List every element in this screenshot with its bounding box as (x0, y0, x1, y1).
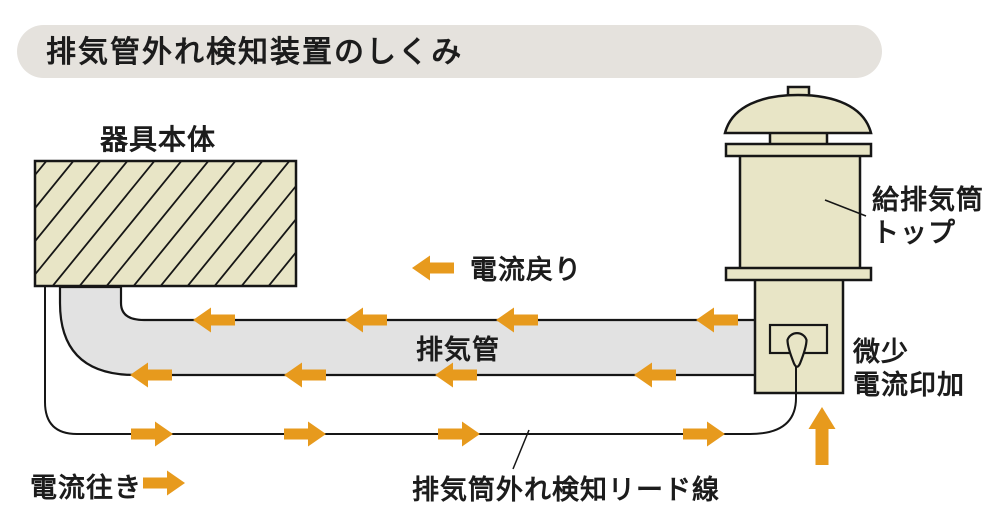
lead-wire-pointer-line (512, 429, 530, 470)
page-title: 排気管外れ検知装置のしくみ (46, 36, 463, 69)
current-go-arrow-icon (683, 421, 725, 447)
flue-top-cylinder (738, 153, 862, 271)
current-go-legend-arrow-icon (143, 470, 185, 496)
flue-top-lower-collar (724, 266, 873, 282)
title-banner (17, 25, 882, 78)
flue-top-dome (723, 93, 873, 135)
current-apply-up-arrow-icon (808, 407, 836, 465)
lead-wire-label: 排気筒外れ検知リード線 (412, 474, 720, 505)
hatch-pattern (36, 162, 295, 285)
current-return-label: 電流戻り (470, 255, 582, 285)
exhaust-pipe-shape (58, 285, 762, 377)
flue-top-label-line1: 給排気筒 (872, 184, 984, 215)
sensor-electrode (786, 332, 808, 368)
current-return-legend-arrow-icon (412, 255, 454, 281)
lead-wire-line (44, 287, 797, 435)
flue-top-structure (723, 85, 873, 395)
current-go-arrow-icon (438, 421, 480, 447)
current-go-arrow-icon (131, 421, 173, 447)
minute-current-label-line1: 微少 (852, 337, 909, 367)
appliance-body-label: 器具本体 (99, 124, 216, 155)
flue-top-upper-collar (724, 142, 873, 158)
exhaust-pipe-label: 排気管 (416, 334, 500, 365)
flue-top-label-line2: トップ (872, 218, 956, 248)
minute-current-label-line2: 電流印加 (853, 370, 965, 400)
flue-top-pointer-line (824, 199, 867, 217)
current-go-arrow-icon (284, 421, 326, 447)
current-go-label: 電流往き (30, 472, 142, 503)
appliance-body-box (33, 159, 298, 288)
